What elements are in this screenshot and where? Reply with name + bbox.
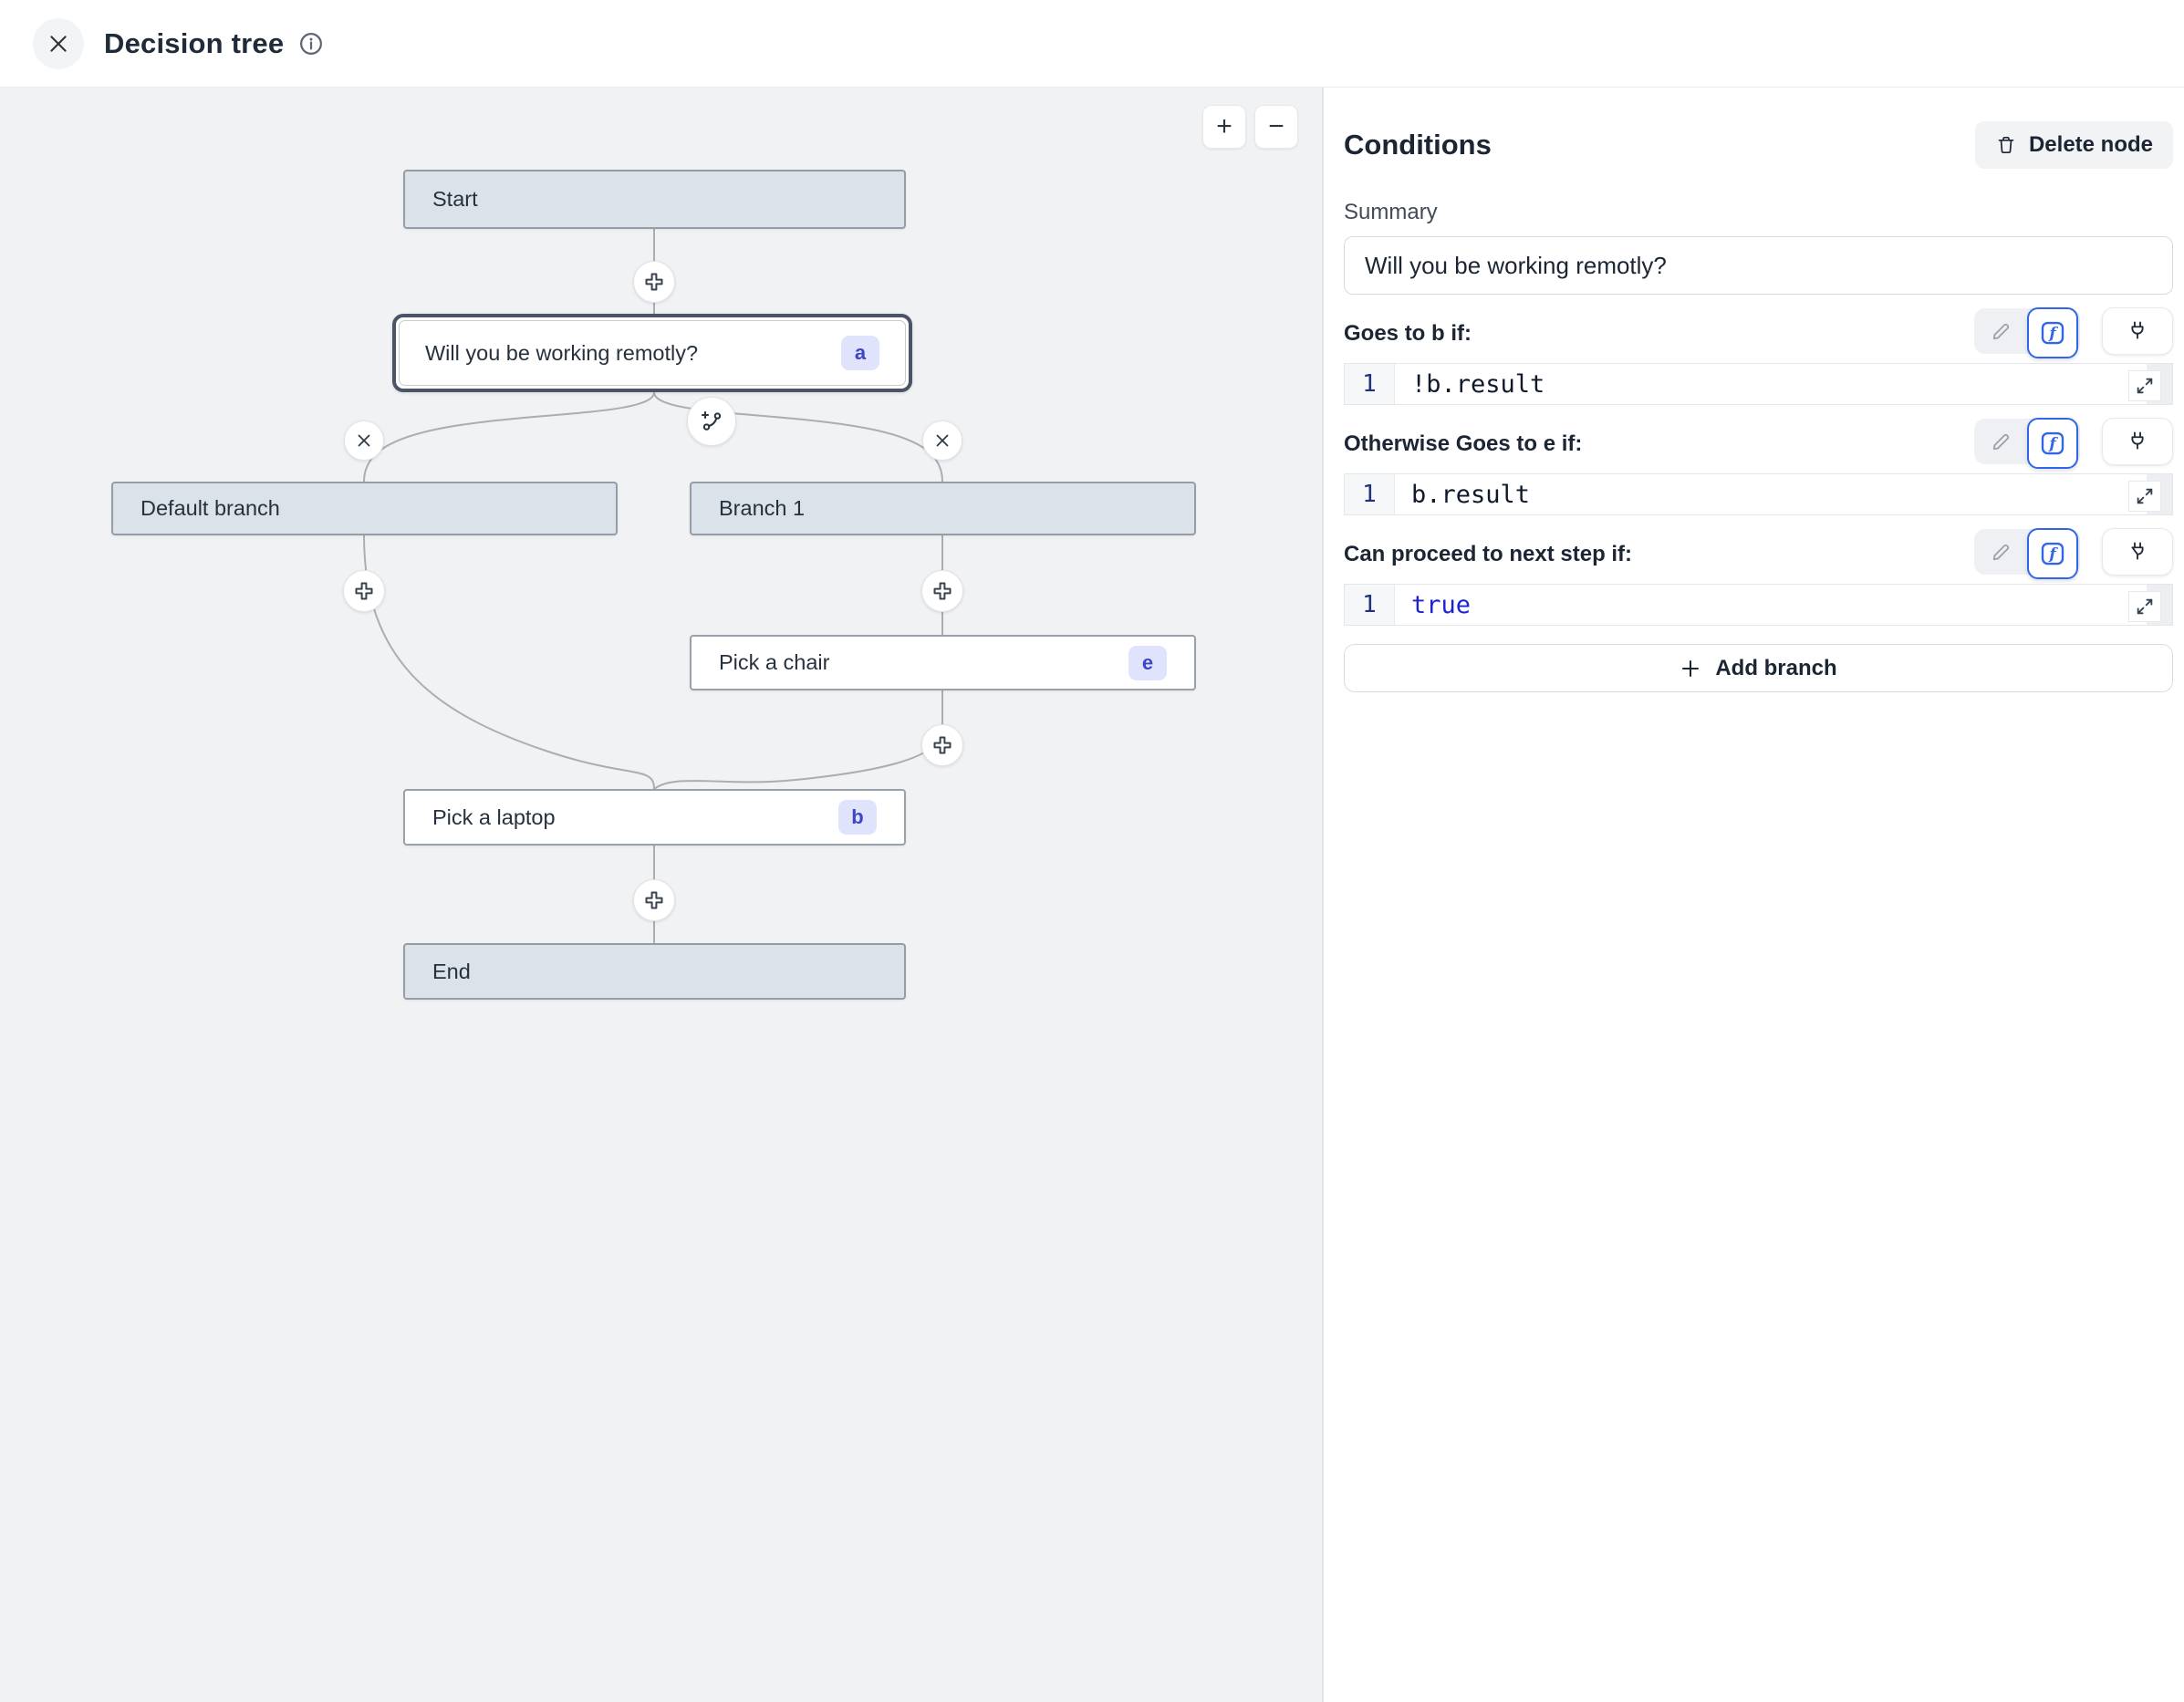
edit-mode-button[interactable] bbox=[1976, 308, 2027, 354]
node-end[interactable]: End bbox=[403, 943, 906, 1000]
plus-cross-icon bbox=[643, 271, 665, 293]
plug-button[interactable] bbox=[2102, 307, 2173, 355]
panel-title: Conditions bbox=[1344, 129, 1492, 161]
code-editor[interactable]: 1 !b.result bbox=[1344, 363, 2173, 405]
remove-branch-button[interactable] bbox=[344, 420, 384, 461]
add-node-button[interactable] bbox=[633, 879, 675, 921]
code-text: true bbox=[1411, 590, 1472, 619]
plus-cross-icon bbox=[353, 580, 375, 602]
edit-mode-button[interactable] bbox=[1976, 419, 2027, 464]
expand-editor-button[interactable] bbox=[2128, 591, 2161, 622]
trash-icon bbox=[1995, 134, 2017, 156]
node-start[interactable]: Start bbox=[403, 170, 906, 229]
line-number: 1 bbox=[1345, 474, 1395, 514]
svg-text:f: f bbox=[2048, 434, 2058, 452]
plug-button[interactable] bbox=[2102, 418, 2173, 465]
condition-label: Goes to b if: bbox=[1344, 321, 1472, 346]
plus-icon bbox=[1680, 658, 1701, 680]
fx-icon: f bbox=[2039, 430, 2066, 457]
add-node-button[interactable] bbox=[633, 261, 675, 303]
pencil-icon bbox=[1990, 430, 2013, 453]
x-icon bbox=[355, 431, 373, 450]
code-editor[interactable]: 1 true bbox=[1344, 584, 2173, 626]
branch-plus-icon bbox=[699, 409, 724, 434]
editor-mode-toggle: f bbox=[1974, 418, 2080, 469]
node-label: Pick a laptop bbox=[432, 804, 556, 829]
condition-label: Can proceed to next step if: bbox=[1344, 542, 1633, 566]
canvas-zoom-controls: + − bbox=[1202, 105, 1298, 149]
node-label: Start bbox=[432, 187, 478, 211]
condition-block-can-proceed: Can proceed to next step if: f 1 true bbox=[1344, 528, 2173, 626]
node-default-branch[interactable]: Default branch bbox=[111, 482, 618, 535]
plus-cross-icon bbox=[643, 889, 665, 911]
summary-input[interactable] bbox=[1344, 236, 2173, 295]
node-badge: b bbox=[838, 800, 877, 835]
page-title: Decision tree bbox=[104, 26, 285, 59]
node-label: End bbox=[432, 959, 471, 983]
code-text: b.result bbox=[1411, 480, 1531, 509]
node-label: Default branch bbox=[140, 496, 280, 520]
editor-mode-toggle: f bbox=[1974, 528, 2080, 579]
svg-text:f: f bbox=[2048, 545, 2058, 563]
add-node-button[interactable] bbox=[343, 570, 385, 612]
close-icon bbox=[47, 32, 70, 56]
x-icon bbox=[933, 431, 952, 450]
expand-editor-button[interactable] bbox=[2128, 481, 2161, 512]
info-icon bbox=[298, 31, 324, 57]
node-badge: a bbox=[841, 336, 879, 370]
node-question-selected[interactable]: Will you be working remotly? a bbox=[392, 314, 912, 392]
plus-cross-icon bbox=[931, 734, 953, 756]
zoom-out-button[interactable]: − bbox=[1254, 105, 1298, 149]
node-label: Branch 1 bbox=[719, 496, 806, 520]
node-pick-chair[interactable]: Pick a chair e bbox=[690, 635, 1196, 690]
formula-mode-button[interactable]: f bbox=[2027, 418, 2078, 469]
condition-label: Otherwise Goes to e if: bbox=[1344, 431, 1583, 456]
code-text: !b.result bbox=[1411, 369, 1545, 399]
flow-canvas[interactable]: Start Will you be working remotly? a Def… bbox=[0, 87, 1322, 1702]
fx-icon: f bbox=[2039, 540, 2066, 567]
expand-icon bbox=[2135, 486, 2155, 506]
fx-icon: f bbox=[2039, 319, 2066, 347]
node-pick-laptop[interactable]: Pick a laptop b bbox=[403, 789, 906, 846]
plug-button[interactable] bbox=[2102, 528, 2173, 576]
zoom-in-button[interactable]: + bbox=[1202, 105, 1246, 149]
add-branch-label: Add branch bbox=[1715, 655, 1837, 680]
line-number: 1 bbox=[1345, 585, 1395, 625]
editor-mode-toggle: f bbox=[1974, 307, 2080, 358]
condition-block-goes-to-b: Goes to b if: f 1 !b.result bbox=[1344, 307, 2173, 405]
conditions-panel: Conditions Delete node Summary Goes to b… bbox=[1322, 87, 2184, 1702]
formula-mode-button[interactable]: f bbox=[2027, 528, 2078, 579]
add-branch-split-button[interactable] bbox=[687, 397, 736, 446]
node-branch-1[interactable]: Branch 1 bbox=[690, 482, 1196, 535]
node-label: Pick a chair bbox=[719, 650, 830, 674]
delete-node-label: Delete node bbox=[2028, 132, 2153, 157]
code-editor[interactable]: 1 b.result bbox=[1344, 473, 2173, 515]
line-number: 1 bbox=[1345, 364, 1395, 404]
expand-icon bbox=[2135, 376, 2155, 396]
app-header: Decision tree bbox=[0, 0, 2184, 88]
summary-label: Summary bbox=[1344, 200, 1438, 224]
add-node-button[interactable] bbox=[921, 570, 963, 612]
node-badge: e bbox=[1128, 645, 1167, 680]
plug-icon bbox=[2126, 540, 2149, 564]
node-label: Will you be working remotly? bbox=[425, 340, 699, 365]
expand-editor-button[interactable] bbox=[2128, 370, 2161, 401]
delete-node-button[interactable]: Delete node bbox=[1974, 121, 2173, 169]
plug-icon bbox=[2126, 430, 2149, 453]
edit-mode-button[interactable] bbox=[1976, 529, 2027, 575]
pencil-icon bbox=[1990, 319, 2013, 343]
plus-cross-icon bbox=[931, 580, 953, 602]
formula-mode-button[interactable]: f bbox=[2027, 307, 2078, 358]
add-node-button[interactable] bbox=[921, 724, 963, 766]
condition-block-goes-to-e: Otherwise Goes to e if: f 1 b.result bbox=[1344, 418, 2173, 515]
info-button[interactable] bbox=[298, 31, 324, 57]
remove-branch-button[interactable] bbox=[922, 420, 962, 461]
pencil-icon bbox=[1990, 540, 2013, 564]
plug-icon bbox=[2126, 319, 2149, 343]
add-branch-button[interactable]: Add branch bbox=[1344, 644, 2173, 692]
svg-text:f: f bbox=[2048, 324, 2058, 342]
expand-icon bbox=[2135, 597, 2155, 617]
close-button[interactable] bbox=[33, 17, 84, 69]
